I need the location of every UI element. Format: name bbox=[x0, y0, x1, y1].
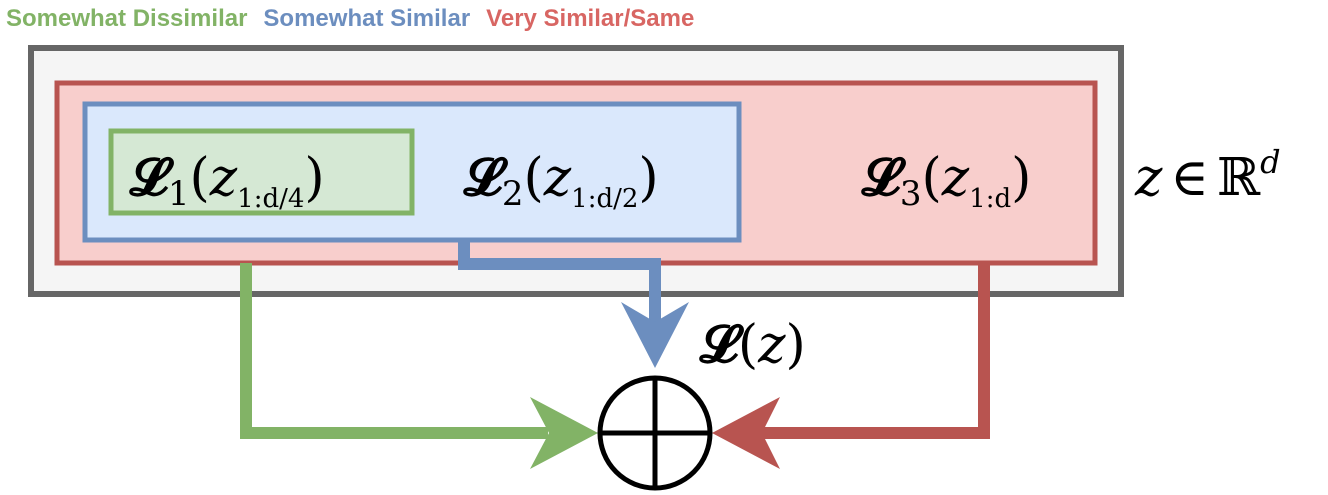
loss1-arg-subscript: 1:d/4 bbox=[237, 184, 304, 214]
sum-node bbox=[597, 375, 713, 491]
loss1-arrowhead bbox=[530, 397, 598, 469]
loss2-arg-subscript: 1:d/2 bbox=[571, 184, 638, 214]
loss3-arg: z bbox=[941, 148, 970, 208]
legend-somewhat-dissimilar: Somewhat Dissimilar bbox=[6, 5, 248, 32]
total-loss-label: 𝓛(z) bbox=[699, 314, 806, 375]
loss2-arrowhead bbox=[621, 302, 689, 368]
loss3-arrow-line bbox=[762, 263, 990, 439]
total-loss-arg: z bbox=[757, 315, 786, 375]
loss2-arg: z bbox=[543, 148, 572, 208]
space-superscript: d bbox=[1260, 143, 1280, 181]
loss1-label: 𝓛1(z1:d/4) bbox=[129, 147, 325, 214]
loss3-subscript: 3 bbox=[900, 174, 922, 214]
legend: Somewhat Dissimilar Somewhat Similar Ver… bbox=[6, 2, 694, 36]
loss2-arrow-line bbox=[458, 240, 661, 325]
legend-very-similar: Very Similar/Same bbox=[486, 5, 695, 32]
loss1-arg: z bbox=[209, 148, 238, 208]
loss3-arrowhead bbox=[712, 397, 780, 469]
total-loss-symbol: 𝓛 bbox=[699, 314, 744, 375]
loss1-arrow-line bbox=[240, 263, 548, 439]
loss1-subscript: 1 bbox=[168, 174, 190, 214]
space-variable: z bbox=[1134, 148, 1163, 208]
loss2-symbol: 𝓛 bbox=[463, 147, 508, 208]
embedding-space-label: z∈ℝd bbox=[1134, 143, 1281, 208]
loss3-arg-subscript: 1:d bbox=[969, 184, 1011, 214]
loss3-label: 𝓛3(z1:d) bbox=[861, 147, 1031, 214]
loss2-subscript: 2 bbox=[502, 174, 524, 214]
loss3-symbol: 𝓛 bbox=[861, 147, 906, 208]
legend-somewhat-similar: Somewhat Similar bbox=[263, 5, 471, 32]
space-in-symbol: ∈ bbox=[1170, 148, 1209, 208]
loss1-symbol: 𝓛 bbox=[129, 147, 174, 208]
loss2-label: 𝓛2(z1:d/2) bbox=[463, 147, 659, 214]
loss1-box bbox=[108, 128, 415, 216]
space-set-symbol: ℝ bbox=[1217, 148, 1261, 208]
